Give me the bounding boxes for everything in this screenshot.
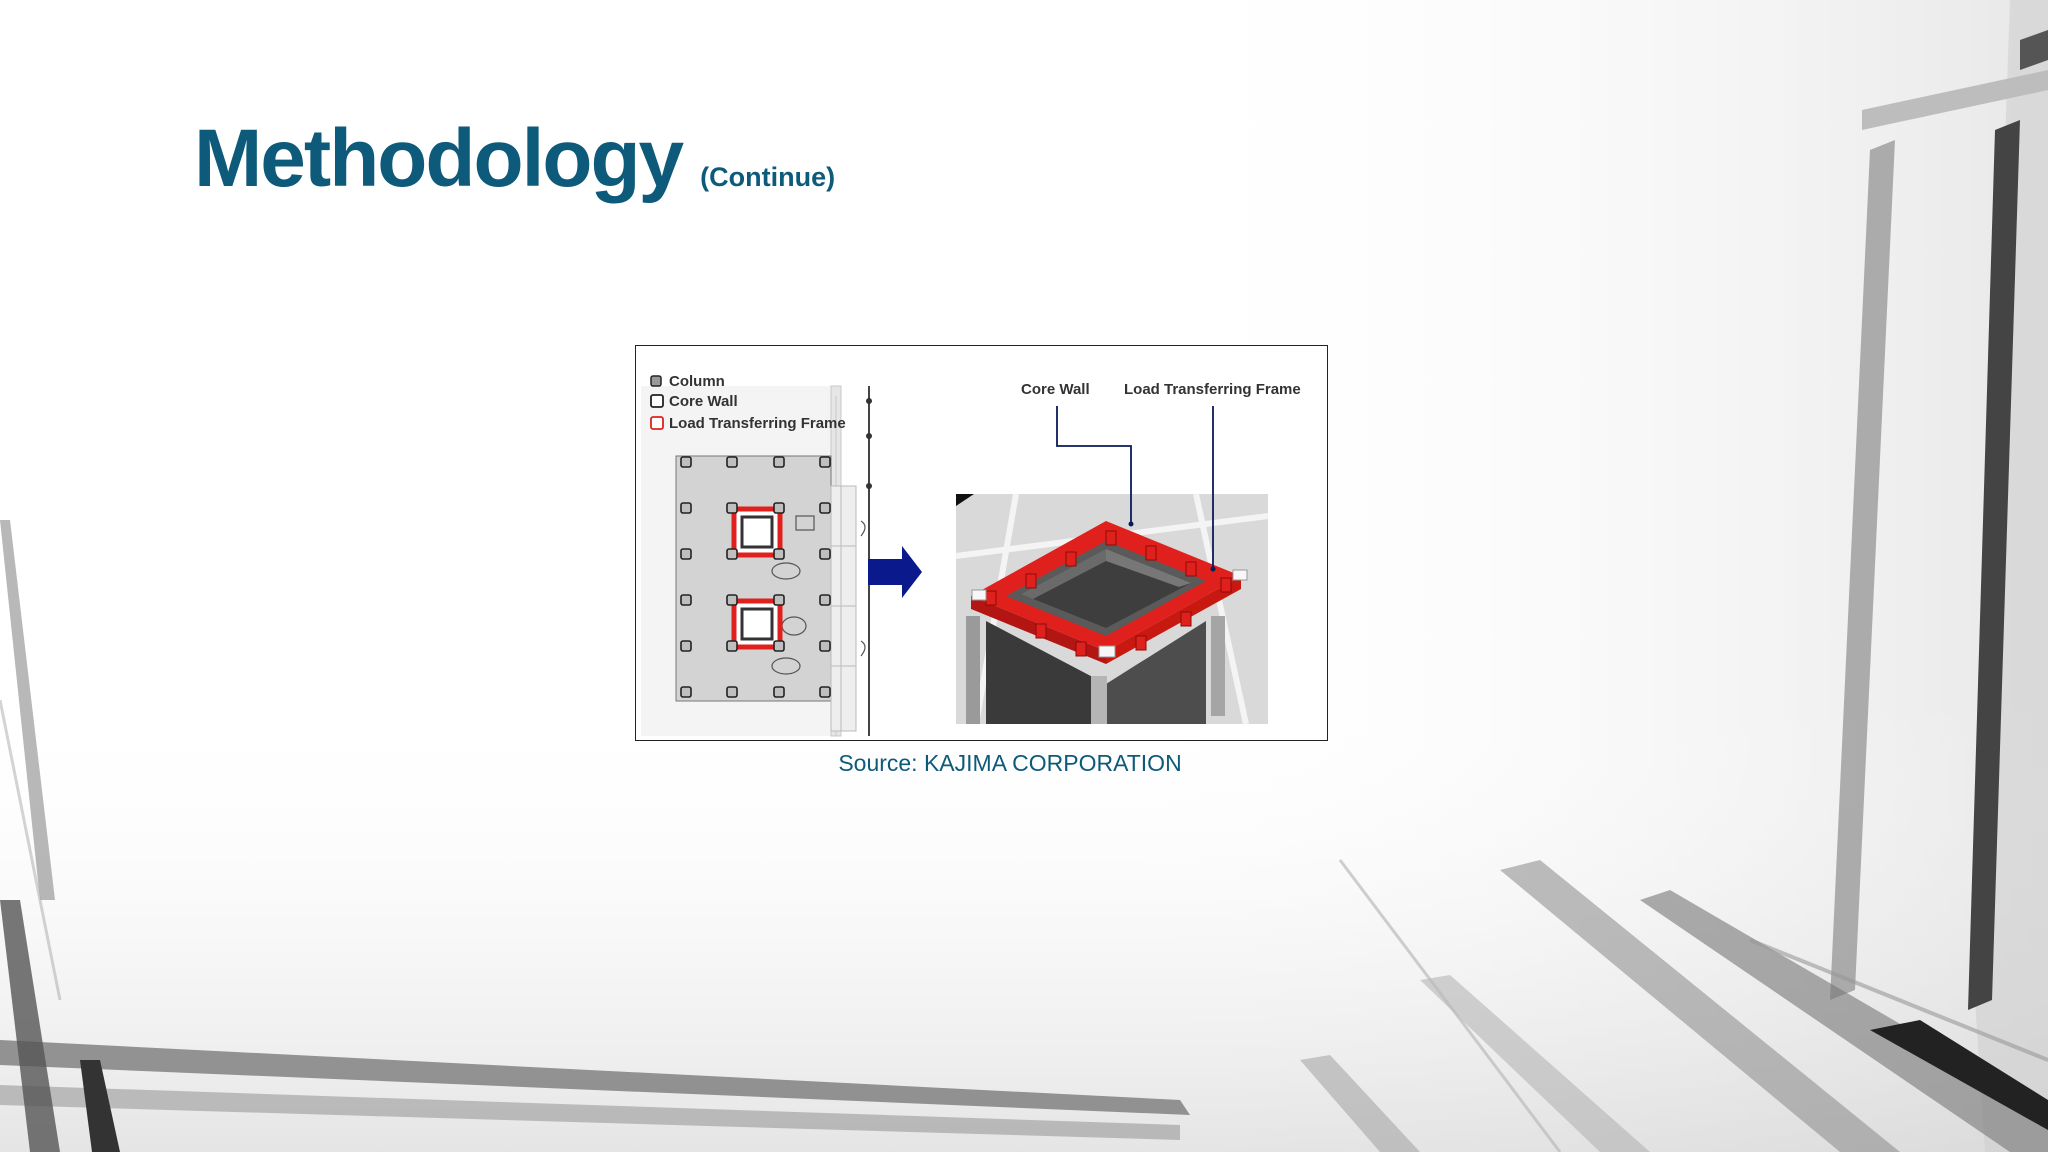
column-marker	[819, 640, 831, 652]
column-marker	[819, 548, 831, 560]
column-marker	[726, 502, 738, 514]
column-marker	[680, 686, 692, 698]
callout-load-frame-label: Load Transferring Frame	[1124, 381, 1301, 398]
legend-load-frame-label: Load Transferring Frame	[669, 415, 846, 432]
core-wall-3d	[955, 493, 1269, 725]
column-marker	[819, 456, 831, 468]
legend-load-frame-swatch	[650, 416, 664, 430]
column-marker	[773, 548, 785, 560]
column-marker	[680, 456, 692, 468]
column-marker	[773, 594, 785, 606]
column-marker	[819, 502, 831, 514]
legend-column-swatch	[650, 375, 662, 387]
legend-column-label: Column	[669, 373, 725, 390]
column-marker	[773, 640, 785, 652]
column-marker	[726, 594, 738, 606]
column-marker	[680, 640, 692, 652]
column-marker	[726, 548, 738, 560]
legend: Column Core Wall Load Transferring Frame	[650, 373, 846, 432]
figure-caption: Source: KAJIMA CORPORATION	[838, 750, 1182, 776]
structural-diagram: Column Core Wall Load Transferring Frame	[641, 373, 1301, 737]
column-marker	[773, 456, 785, 468]
legend-core-wall-swatch	[650, 394, 664, 408]
callouts: Core Wall Load Transferring Frame	[1021, 381, 1301, 572]
column-marker	[726, 640, 738, 652]
column-marker	[773, 686, 785, 698]
column-marker	[726, 456, 738, 468]
slide-title: Methodology	[194, 113, 684, 204]
callout-core-wall-label: Core Wall	[1021, 381, 1090, 398]
column-marker	[819, 686, 831, 698]
column-marker	[726, 686, 738, 698]
column-marker	[819, 594, 831, 606]
slide-subtitle: (Continue)	[700, 162, 836, 192]
figure-image: Column Core Wall Load Transferring Frame	[635, 345, 1328, 741]
legend-core-wall-label: Core Wall	[669, 393, 738, 410]
column-marker	[680, 594, 692, 606]
floor-plan	[641, 385, 872, 737]
column-marker	[773, 502, 785, 514]
slide-title-group: Methodology (Continue)	[194, 112, 835, 206]
callout-core-wall-leader	[1056, 406, 1132, 524]
arrow-right-icon	[868, 546, 922, 598]
column-marker	[680, 548, 692, 560]
column-marker	[680, 502, 692, 514]
